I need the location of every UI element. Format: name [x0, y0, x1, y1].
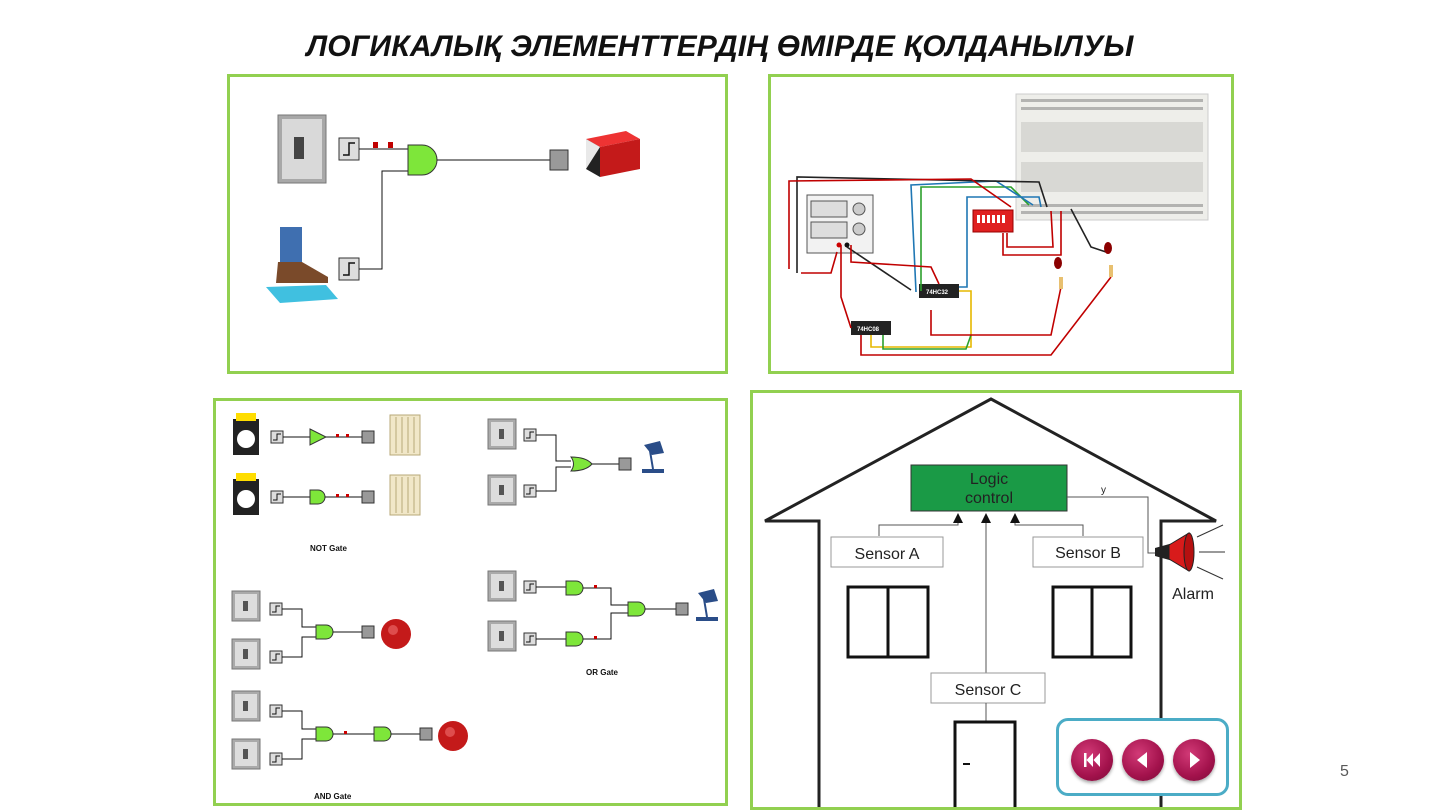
- switch-sensor-circuit-panel: [227, 74, 728, 374]
- alarm-siren-icon: [1155, 524, 1225, 580]
- sensor-c-label: Sensor C: [955, 682, 1022, 699]
- logic-control-box: [910, 464, 1068, 512]
- chip-74hc08: [851, 321, 891, 335]
- svg-text:Logic: Logic: [970, 471, 1008, 488]
- window-left-icon: [846, 585, 930, 659]
- svg-text:y: y: [1101, 485, 1106, 496]
- sensor-b-label: Sensor B: [1055, 545, 1121, 562]
- foot-sensor-icon: [266, 227, 338, 303]
- page-number: 5: [1340, 763, 1349, 780]
- sensor-a-label: Sensor A: [855, 546, 920, 563]
- chip-74hc32: [919, 284, 959, 298]
- not-gate-label: NOT Gate: [310, 544, 347, 553]
- svg-text:74HC08: 74HC08: [857, 327, 880, 333]
- slide-title: ЛОГИКАЛЫҚ ЭЛЕМЕНТТЕРДІҢ ӨМІРДЕ ҚОЛДАНЫЛУ…: [306, 30, 1134, 63]
- house-outline-icon: [764, 397, 1217, 807]
- or-gate-label: OR Gate: [586, 668, 619, 677]
- logic-gates-circuits-panel: NOT Gate OR Gate: [213, 398, 728, 806]
- not-gate-icon: [309, 428, 328, 446]
- next-icon: [1190, 752, 1200, 768]
- svg-text:74HC32: 74HC32: [926, 290, 949, 296]
- svg-text:control: control: [965, 490, 1013, 507]
- breadboard-panel: 74HC32 74HC08: [768, 74, 1234, 374]
- previous-slide-button[interactable]: [1122, 739, 1164, 781]
- previous-icon: [1137, 752, 1147, 768]
- door-icon: [953, 720, 1017, 807]
- and-gate-icon: [407, 144, 438, 176]
- power-supply-icon: [806, 194, 874, 254]
- skip-to-first-icon: [1084, 753, 1100, 767]
- and-gate-label: AND Gate: [314, 792, 352, 801]
- led-icon: [1054, 242, 1113, 289]
- next-slide-button[interactable]: [1173, 739, 1215, 781]
- wall-switch-icon: [277, 114, 327, 184]
- window-right-icon: [1051, 585, 1133, 659]
- breadboard-icon: [1015, 93, 1209, 221]
- first-slide-button[interactable]: [1071, 739, 1113, 781]
- door-icon: [586, 131, 640, 177]
- alarm-label: Alarm: [1172, 586, 1214, 603]
- slide-navigation: [1056, 718, 1229, 796]
